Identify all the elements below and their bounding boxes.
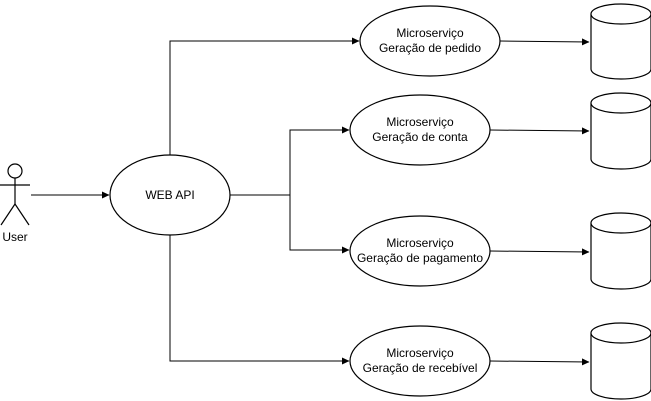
user-head: [7, 163, 23, 179]
service-conta-line1: Microserviço: [386, 115, 454, 129]
service-pedido-line1: Microserviço: [396, 26, 464, 40]
service-conta-line2: Geração de conta: [372, 130, 468, 144]
service-pedido-line2: Geração de pedido: [379, 41, 481, 55]
service-recebivel-line2: Geração de recebível: [363, 361, 478, 375]
service-pagamento-line1: Microserviço: [386, 236, 454, 250]
service-conta: Microserviço Geração de conta: [349, 94, 491, 166]
service-pagamento-shape: [349, 215, 491, 287]
web-api-node: [109, 154, 231, 236]
arrow-conta-to-db: [489, 127, 590, 135]
service-recebivel: Microserviço Geração de recebível: [349, 325, 491, 397]
user-actor: [0, 163, 30, 226]
arrow-api-to-pagamento: [289, 195, 350, 254]
database-icon: [590, 92, 651, 170]
service-pedido: Microserviço Geração de pedido: [359, 5, 501, 77]
arrow-api-to-recebivel: [169, 235, 350, 365]
user-left-leg: [0, 203, 16, 226]
service-pagamento-line2: Geração de pagamento: [357, 251, 483, 265]
database-icon: [590, 3, 651, 80]
arrow-api-to-pedido: [169, 37, 360, 155]
user-label: User: [2, 230, 27, 244]
service-conta-shape: [349, 94, 491, 166]
service-pagamento: Microserviço Geração de pagamento: [349, 215, 491, 287]
connectors: [31, 37, 590, 366]
arrow-recebivel-to-db: [489, 358, 590, 366]
service-pedido-shape: [359, 5, 501, 77]
service-recebivel-line1: Microserviço: [386, 346, 454, 360]
arrow-api-to-conta: [230, 126, 350, 196]
arrow-pedido-to-db: [499, 38, 590, 46]
arrow-pagamento-to-db: [489, 248, 590, 256]
user-right-leg: [14, 203, 30, 226]
database-icon: [590, 322, 651, 400]
service-recebivel-shape: [349, 325, 491, 397]
database-icon: [590, 212, 651, 290]
web-api-label: WEB API: [145, 188, 194, 202]
